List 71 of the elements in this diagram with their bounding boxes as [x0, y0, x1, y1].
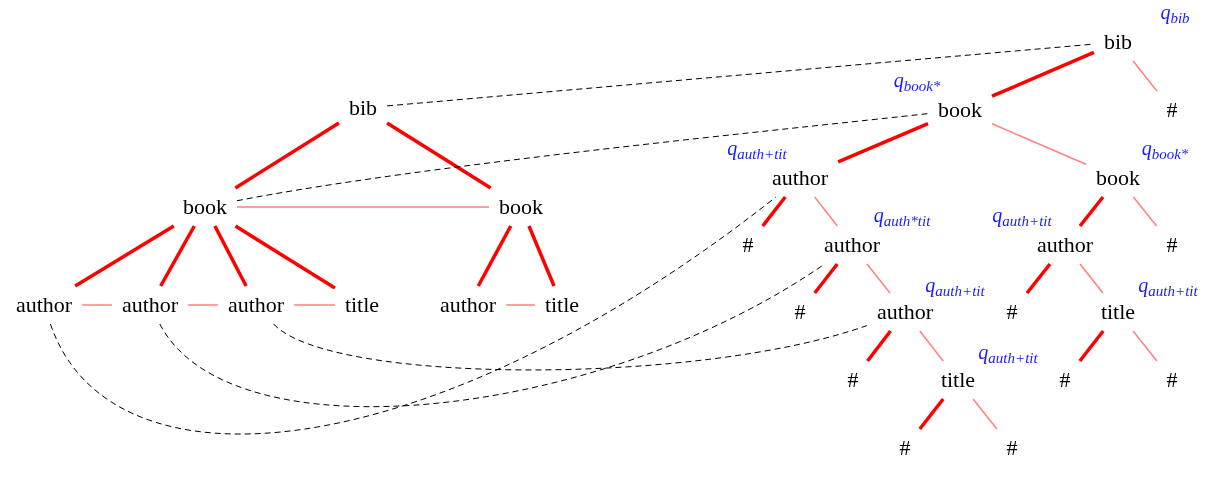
node-label: book	[183, 194, 227, 219]
dashed-connector	[236, 113, 929, 202]
node-label: author	[823, 232, 881, 257]
node-label: author	[15, 292, 73, 317]
node-label: author	[876, 299, 934, 324]
tree-edge	[234, 224, 336, 290]
tree-edge	[386, 121, 492, 190]
tree-edge	[476, 225, 513, 287]
state-label: q$_{auth+tit}$	[925, 275, 985, 295]
node-label: bib	[1103, 29, 1133, 54]
tree-edge	[1132, 196, 1158, 227]
node-label: book	[938, 97, 982, 122]
tree-edge	[919, 330, 944, 362]
tree-edge	[236, 206, 490, 208]
state-label: q$_{auth*tit}$	[873, 205, 931, 225]
node-label: title	[1100, 299, 1136, 324]
node-label: title	[940, 367, 976, 392]
node-label: #	[899, 435, 911, 460]
node-label: author	[121, 292, 179, 317]
node-label: book	[1096, 165, 1140, 190]
tree-edge	[81, 304, 113, 306]
node-label: book	[499, 194, 543, 219]
tree-edge	[972, 398, 998, 430]
tree-edge	[1132, 330, 1158, 362]
node-label: #	[1006, 299, 1018, 324]
dashed-connector	[49, 196, 777, 435]
tree-edge	[293, 304, 336, 306]
state-label: q$_{auth+tit}$	[1138, 275, 1198, 295]
node-label: bib	[348, 95, 378, 120]
state-label: q$_{book*}$	[893, 70, 941, 90]
state-label: q$_{auth+tit}$	[978, 342, 1038, 362]
tree-edge	[213, 225, 248, 287]
node-label: #	[847, 367, 859, 392]
node-label: author	[439, 292, 497, 317]
tree-edge	[159, 225, 196, 287]
tree-edge	[1025, 262, 1052, 295]
state-label: q$_{auth+tit}$	[992, 205, 1052, 225]
node-label: #	[1006, 435, 1018, 460]
tree-edge	[527, 225, 556, 287]
tree-edge	[1078, 195, 1105, 228]
tree-edge	[1078, 329, 1105, 363]
tree-edge	[918, 397, 945, 431]
tree-edge	[866, 263, 891, 294]
state-label: q$_{auth+tit}$	[727, 138, 787, 158]
node-label: #	[1166, 232, 1178, 257]
node-label: title	[344, 292, 380, 317]
tree-edge	[814, 196, 838, 227]
tree-edge	[1079, 263, 1104, 294]
node-label: author	[771, 165, 829, 190]
tree-edge	[187, 304, 219, 306]
node-label: #	[794, 299, 806, 324]
node-label: #	[1166, 97, 1178, 122]
tree-edge	[991, 123, 1087, 165]
node-label: #	[1166, 367, 1178, 392]
tree-edge	[74, 224, 175, 288]
dashed-connector	[273, 323, 868, 371]
tree-edge	[505, 304, 536, 306]
state-label: q$_{bib}$	[1160, 2, 1190, 22]
state-label: q$_{book*}$	[1141, 138, 1189, 158]
tree-edge	[1132, 60, 1158, 92]
tree-edge	[837, 122, 929, 164]
node-label: #	[742, 232, 754, 257]
tree-edge	[813, 262, 839, 295]
tree-edge	[991, 50, 1095, 98]
node-label: #	[1059, 367, 1071, 392]
node-label: title	[544, 292, 580, 317]
node-label: author	[227, 292, 285, 317]
tree-edge	[866, 329, 892, 363]
tree-edge	[234, 121, 340, 190]
tree-edge	[761, 195, 787, 228]
node-label: author	[1036, 232, 1094, 257]
